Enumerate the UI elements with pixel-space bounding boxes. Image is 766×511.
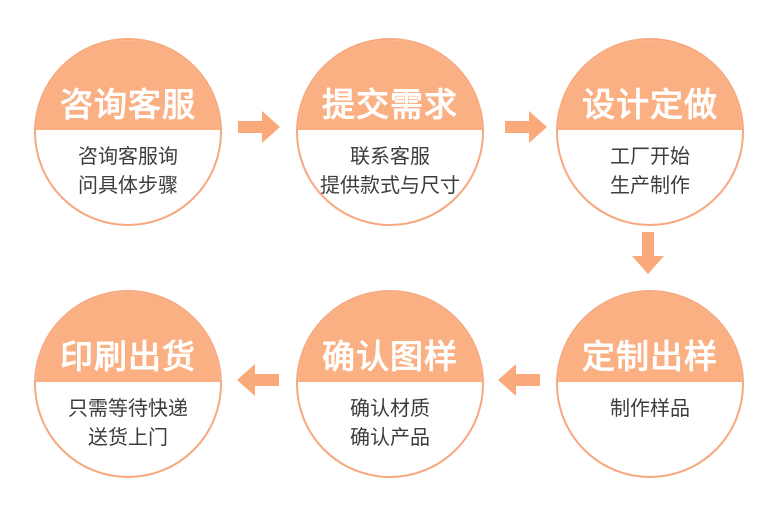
step-description-line: 工厂开始 <box>610 146 690 169</box>
step-description-line: 只需等待快递 <box>68 398 188 421</box>
arrow-down-icon <box>632 232 664 274</box>
step-circle-design: 设计定做 工厂开始 生产制作 <box>556 38 744 226</box>
step-description-line: 生产制作 <box>610 175 690 198</box>
step-description-line: 问具体步骤 <box>78 175 178 198</box>
step-circle-top-half: 咨询客服 <box>36 40 220 131</box>
step-title: 设计定做 <box>582 86 718 124</box>
arrow-right-icon <box>238 111 280 143</box>
step-description-line: 咨询客服询 <box>78 146 178 169</box>
step-circle-top-half: 设计定做 <box>558 40 742 131</box>
step-description-line: 联系客服 <box>350 146 430 169</box>
step-description-line: 制作样品 <box>610 398 690 421</box>
step-circle-top-half: 印刷出货 <box>36 292 220 383</box>
step-circle-top-half: 确认图样 <box>298 292 482 383</box>
step-circle-consult: 咨询客服 咨询客服询 问具体步骤 <box>34 38 222 226</box>
step-title: 印刷出货 <box>60 338 196 376</box>
step-description: 联系客服 提供款式与尺寸 <box>298 130 482 201</box>
arrow-right-icon <box>505 111 547 143</box>
step-description-line: 送货上门 <box>88 427 168 450</box>
step-title: 提交需求 <box>322 86 458 124</box>
step-description-line: 提供款式与尺寸 <box>320 175 460 198</box>
step-circle-submit: 提交需求 联系客服 提供款式与尺寸 <box>296 38 484 226</box>
step-description: 工厂开始 生产制作 <box>558 130 742 201</box>
step-circle-confirm: 确认图样 确认材质 确认产品 <box>296 290 484 478</box>
step-description: 只需等待快递 送货上门 <box>36 382 220 453</box>
step-title: 定制出样 <box>582 338 718 376</box>
step-description: 制作样品 <box>558 382 742 424</box>
step-title: 咨询客服 <box>60 86 196 124</box>
arrow-left-icon <box>498 364 540 396</box>
step-circle-top-half: 定制出样 <box>558 292 742 383</box>
step-description-line: 确认材质 <box>350 398 430 421</box>
step-circle-sample: 定制出样 制作样品 <box>556 290 744 478</box>
step-circle-ship: 印刷出货 只需等待快递 送货上门 <box>34 290 222 478</box>
step-circle-top-half: 提交需求 <box>298 40 482 131</box>
step-description: 咨询客服询 问具体步骤 <box>36 130 220 201</box>
step-description: 确认材质 确认产品 <box>298 382 482 453</box>
arrow-left-icon <box>237 364 279 396</box>
step-title: 确认图样 <box>322 338 458 376</box>
step-description-line: 确认产品 <box>350 427 430 450</box>
